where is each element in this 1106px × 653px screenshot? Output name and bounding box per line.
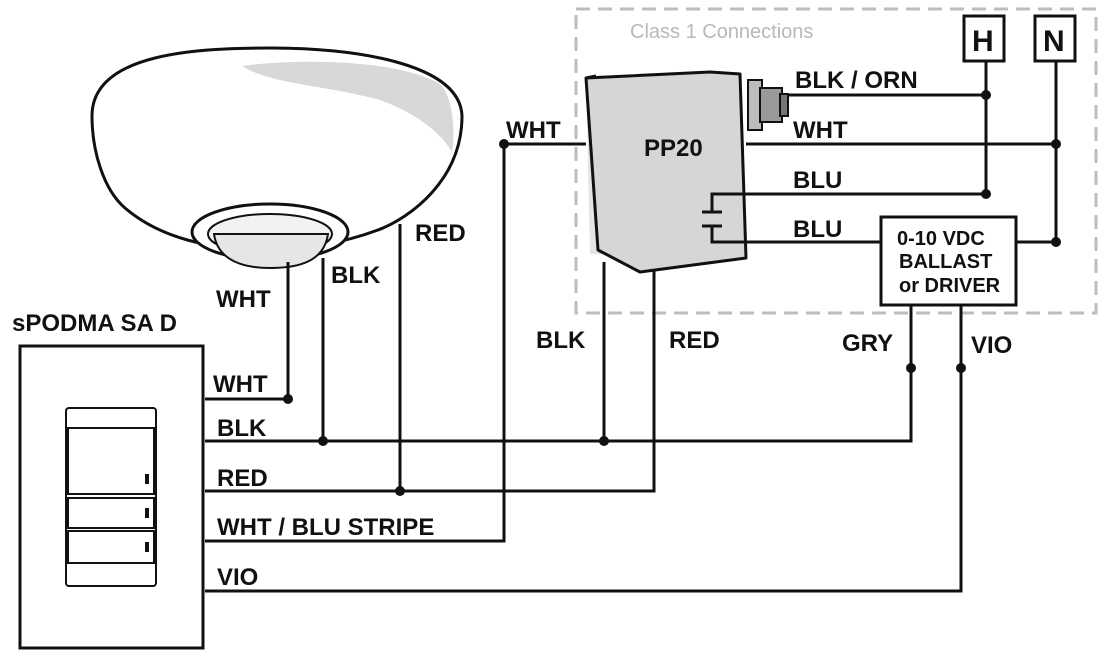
neutral-terminal-label: N xyxy=(1043,25,1065,58)
wire-label-pp20-red: RED xyxy=(669,327,720,354)
wire-label-pp20-wht-left: WHT xyxy=(506,117,561,144)
wire-label-sensor-wht: WHT xyxy=(216,286,271,313)
wire-label-blu-top: BLU xyxy=(793,167,842,194)
ceiling-sensor xyxy=(90,46,464,270)
ballast-line3: or DRIVER xyxy=(899,275,1001,297)
wire-label-blu-bottom: BLU xyxy=(793,216,842,243)
wire-label-blk-orn: BLK / ORN xyxy=(795,67,918,94)
wire-label-vio: VIO xyxy=(971,332,1012,359)
class1-label: Class 1 Connections xyxy=(630,21,813,43)
ballast-box xyxy=(879,215,1018,307)
neutral-terminal xyxy=(1033,14,1077,63)
wire-label-switch-blk: BLK xyxy=(217,415,267,442)
wires xyxy=(205,61,1058,593)
hot-terminal-label: H xyxy=(972,25,994,58)
wire-label-pp20-wht: WHT xyxy=(793,117,848,144)
ballast-line1: 0-10 VDC xyxy=(897,228,985,250)
wire-label-switch-wht-blu: WHT / BLU STRIPE xyxy=(217,514,434,541)
wall-switch xyxy=(18,344,205,650)
switch-name-label: sPODMA SA D xyxy=(12,310,177,337)
wire-label-switch-vio: VIO xyxy=(217,564,258,591)
junction-dots xyxy=(283,90,1061,496)
wire-label-sensor-blk: BLK xyxy=(331,262,381,289)
class1-boundary xyxy=(574,7,1098,315)
hot-terminal xyxy=(962,14,1006,63)
wire-label-gry: GRY xyxy=(842,330,893,357)
wire-label-switch-red: RED xyxy=(217,465,268,492)
wire-label-sensor-red: RED xyxy=(415,220,466,247)
pp20-label: PP20 xyxy=(644,135,703,162)
wire-label-switch-wht: WHT xyxy=(213,371,268,398)
ballast-line2: BALLAST xyxy=(899,251,992,273)
wire-label-pp20-blk: BLK xyxy=(536,327,586,354)
